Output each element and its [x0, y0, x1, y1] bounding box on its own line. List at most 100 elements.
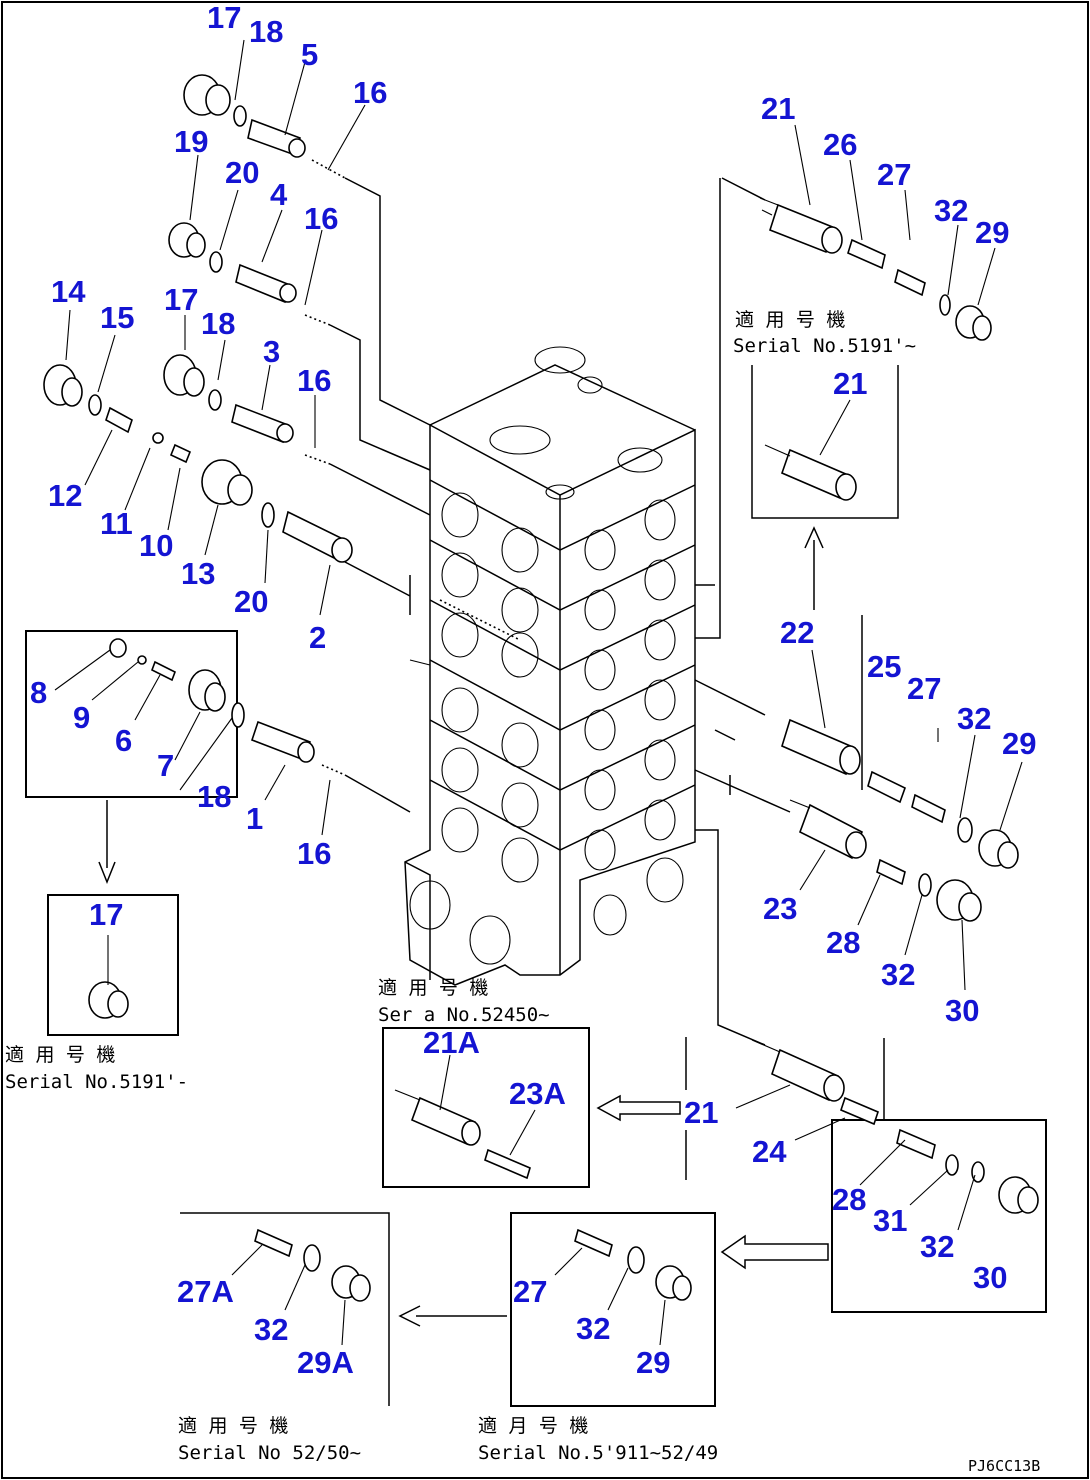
oring-18c: [231, 702, 245, 728]
note-5-jp: 適 月 号 機: [478, 1415, 588, 1437]
plug-7: [188, 669, 226, 712]
oring-15: [88, 394, 102, 416]
label-a12: 12: [48, 478, 82, 513]
frame-detail-29: [510, 1212, 716, 1407]
label-b26: 26: [823, 127, 857, 162]
frame-21A-parts: [394, 1089, 531, 1180]
arrow-left-to-29: [720, 1234, 829, 1270]
label-c21A: 21A: [423, 1025, 480, 1060]
label-c28: 28: [832, 1182, 866, 1217]
assembly-lines-right: [685, 177, 939, 1180]
label-a17: 17: [207, 0, 241, 35]
frame-30-parts: [896, 1128, 1039, 1214]
label-a20a: 20: [225, 155, 259, 190]
plug-17b: [163, 354, 205, 397]
oring-18b: [208, 389, 222, 411]
label-a7: 7: [157, 748, 174, 783]
spool-1: [250, 720, 315, 763]
label-a16c: 16: [297, 363, 331, 398]
label-b32b: 32: [957, 701, 991, 736]
label-a16b: 16: [304, 201, 338, 236]
note-1-serial: Serial No.5191'~: [733, 335, 916, 357]
label-leaders: [54, 39, 1023, 1346]
spring-27: [894, 268, 926, 297]
valve-body: [404, 346, 696, 986]
spool-4: [235, 263, 297, 304]
plug-30: [936, 879, 982, 922]
label-b25: 25: [867, 649, 901, 684]
valve-21-lower: [751, 1039, 845, 1102]
part-24: [840, 1096, 879, 1126]
part-number-labels: 17 18 5 16 19 20 4 16 14 15 17 18 3 16 1…: [30, 0, 1036, 1380]
label-c21: 21: [684, 1095, 718, 1130]
label-a16d: 16: [297, 836, 331, 871]
oring-32c: [918, 873, 932, 897]
label-b22: 22: [780, 615, 814, 650]
frame-detail-29A: [180, 1212, 390, 1406]
label-d32b: 32: [576, 1311, 610, 1346]
label-d32: 32: [254, 1312, 288, 1347]
plug-19: [168, 222, 206, 258]
label-b30: 30: [945, 993, 979, 1028]
plug-14: [43, 364, 83, 407]
assembly-lines-left: [304, 159, 521, 813]
note-3-jp: 適 用 号 機: [378, 977, 488, 999]
plug-17: [183, 74, 231, 116]
oring-20b: [261, 502, 275, 528]
oring-20: [209, 251, 223, 273]
label-d27: 27: [513, 1274, 547, 1309]
frame-detail-21: [751, 365, 899, 519]
valve-21: [759, 197, 843, 254]
frame-29-parts: [574, 1228, 692, 1301]
label-a8: 8: [30, 675, 47, 710]
arrow-left-to-21A: [596, 1094, 681, 1122]
spring-25: [867, 770, 906, 804]
arrow-down-to-17: [98, 800, 116, 885]
label-a3: 3: [263, 334, 280, 369]
label-b27b: 27: [907, 671, 941, 706]
valve-23: [789, 799, 867, 860]
note-5-serial: Serial No.5'911~52/49: [478, 1442, 718, 1464]
part-12: [105, 406, 133, 434]
note-4-serial: Serial No 52/50~: [178, 1442, 361, 1464]
label-a5: 5: [301, 37, 318, 72]
spool-5: [247, 118, 306, 158]
label-a10: 10: [139, 528, 173, 563]
label-a1: 1: [246, 801, 263, 836]
applicability-notes: 適 用 号 機 Serial No.5191'~ 適 用 号 機 Serial …: [5, 309, 1040, 1475]
arrow-up-to-21: [804, 526, 824, 610]
label-b23: 23: [763, 891, 797, 926]
label-b21: 21: [761, 91, 795, 126]
plug-13: [201, 459, 253, 506]
label-c31: 31: [873, 1203, 907, 1238]
label-b32: 32: [934, 193, 968, 228]
note-3-serial: Ser a No.52450~: [378, 1004, 550, 1026]
frame-detail-30: [831, 1119, 1047, 1313]
detail-frames: [25, 365, 1047, 1407]
arrow-left-to-29A: [398, 1305, 507, 1327]
part-8: [109, 638, 127, 658]
plug-17-detail: [88, 981, 129, 1019]
label-d29: 29: [636, 1345, 670, 1380]
label-b32c: 32: [881, 957, 915, 992]
label-a18: 18: [249, 14, 283, 49]
parts: [43, 74, 1039, 1302]
label-a17b: 17: [164, 282, 198, 317]
label-a11: 11: [100, 506, 133, 541]
oring-32: [939, 294, 951, 316]
spring-27b: [911, 793, 946, 824]
label-b29b: 29: [1002, 726, 1036, 761]
oring-32b: [957, 817, 973, 843]
label-a4: 4: [270, 177, 288, 212]
label-a14: 14: [51, 274, 86, 309]
label-c24: 24: [752, 1134, 787, 1169]
valve-22: [781, 718, 861, 776]
part-11: [152, 432, 164, 444]
part-9: [137, 655, 147, 665]
note-1-jp: 適 用 号 機: [735, 309, 845, 331]
spool-3: [231, 403, 294, 444]
plug-29b: [978, 829, 1019, 869]
label-b28: 28: [826, 925, 860, 960]
